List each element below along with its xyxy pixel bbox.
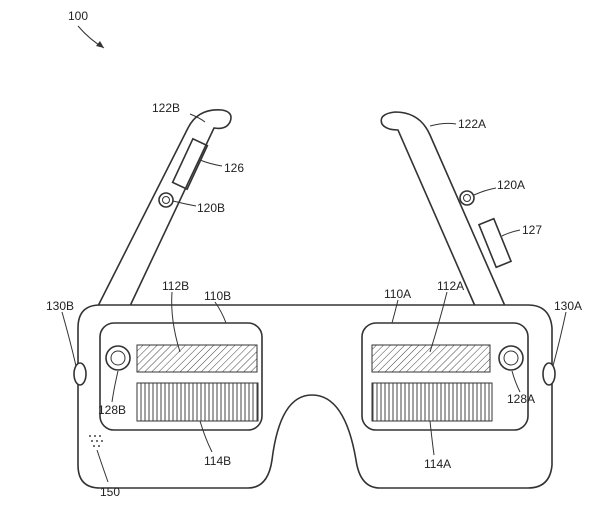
leader-lines [61,113,567,483]
label-120a: 120A [497,178,525,192]
label-114b: 114B [204,454,231,468]
arm-module-126 [171,137,209,191]
camera-128a [498,345,524,371]
side-130b [73,362,87,386]
label-130a: 130A [554,299,582,313]
label-112a: 112A [437,279,464,293]
label-128a: 128A [507,392,535,406]
speaker-150 [89,435,103,447]
hinge-120a [459,190,475,206]
label-114a: 114A [424,457,451,471]
label-110a: 110A [384,287,411,301]
label-122a: 122A [458,117,486,131]
hinge-120b [158,192,174,208]
lens-right-110a [361,322,529,431]
label-128b: 128B [98,403,126,417]
label-112b: 112B [162,279,189,293]
label-120b: 120B [197,201,225,215]
label-122b: 122B [152,101,180,115]
label-130b: 130B [46,299,74,313]
left-temple-arm [97,109,232,307]
label-126: 126 [224,161,244,175]
arm-module-127 [477,217,513,269]
label-110b: 110B [204,289,231,303]
camera-128b [105,345,131,371]
label-100: 100 [68,9,88,23]
display-114a [371,382,493,422]
label-127: 127 [522,223,542,237]
arrow-head-icon [96,41,104,48]
right-temple-arm [380,111,513,307]
display-114b [136,382,259,422]
label-150: 150 [100,485,120,499]
display-112b [136,344,258,373]
lens-left-110b [99,322,263,431]
side-130a [542,362,556,386]
